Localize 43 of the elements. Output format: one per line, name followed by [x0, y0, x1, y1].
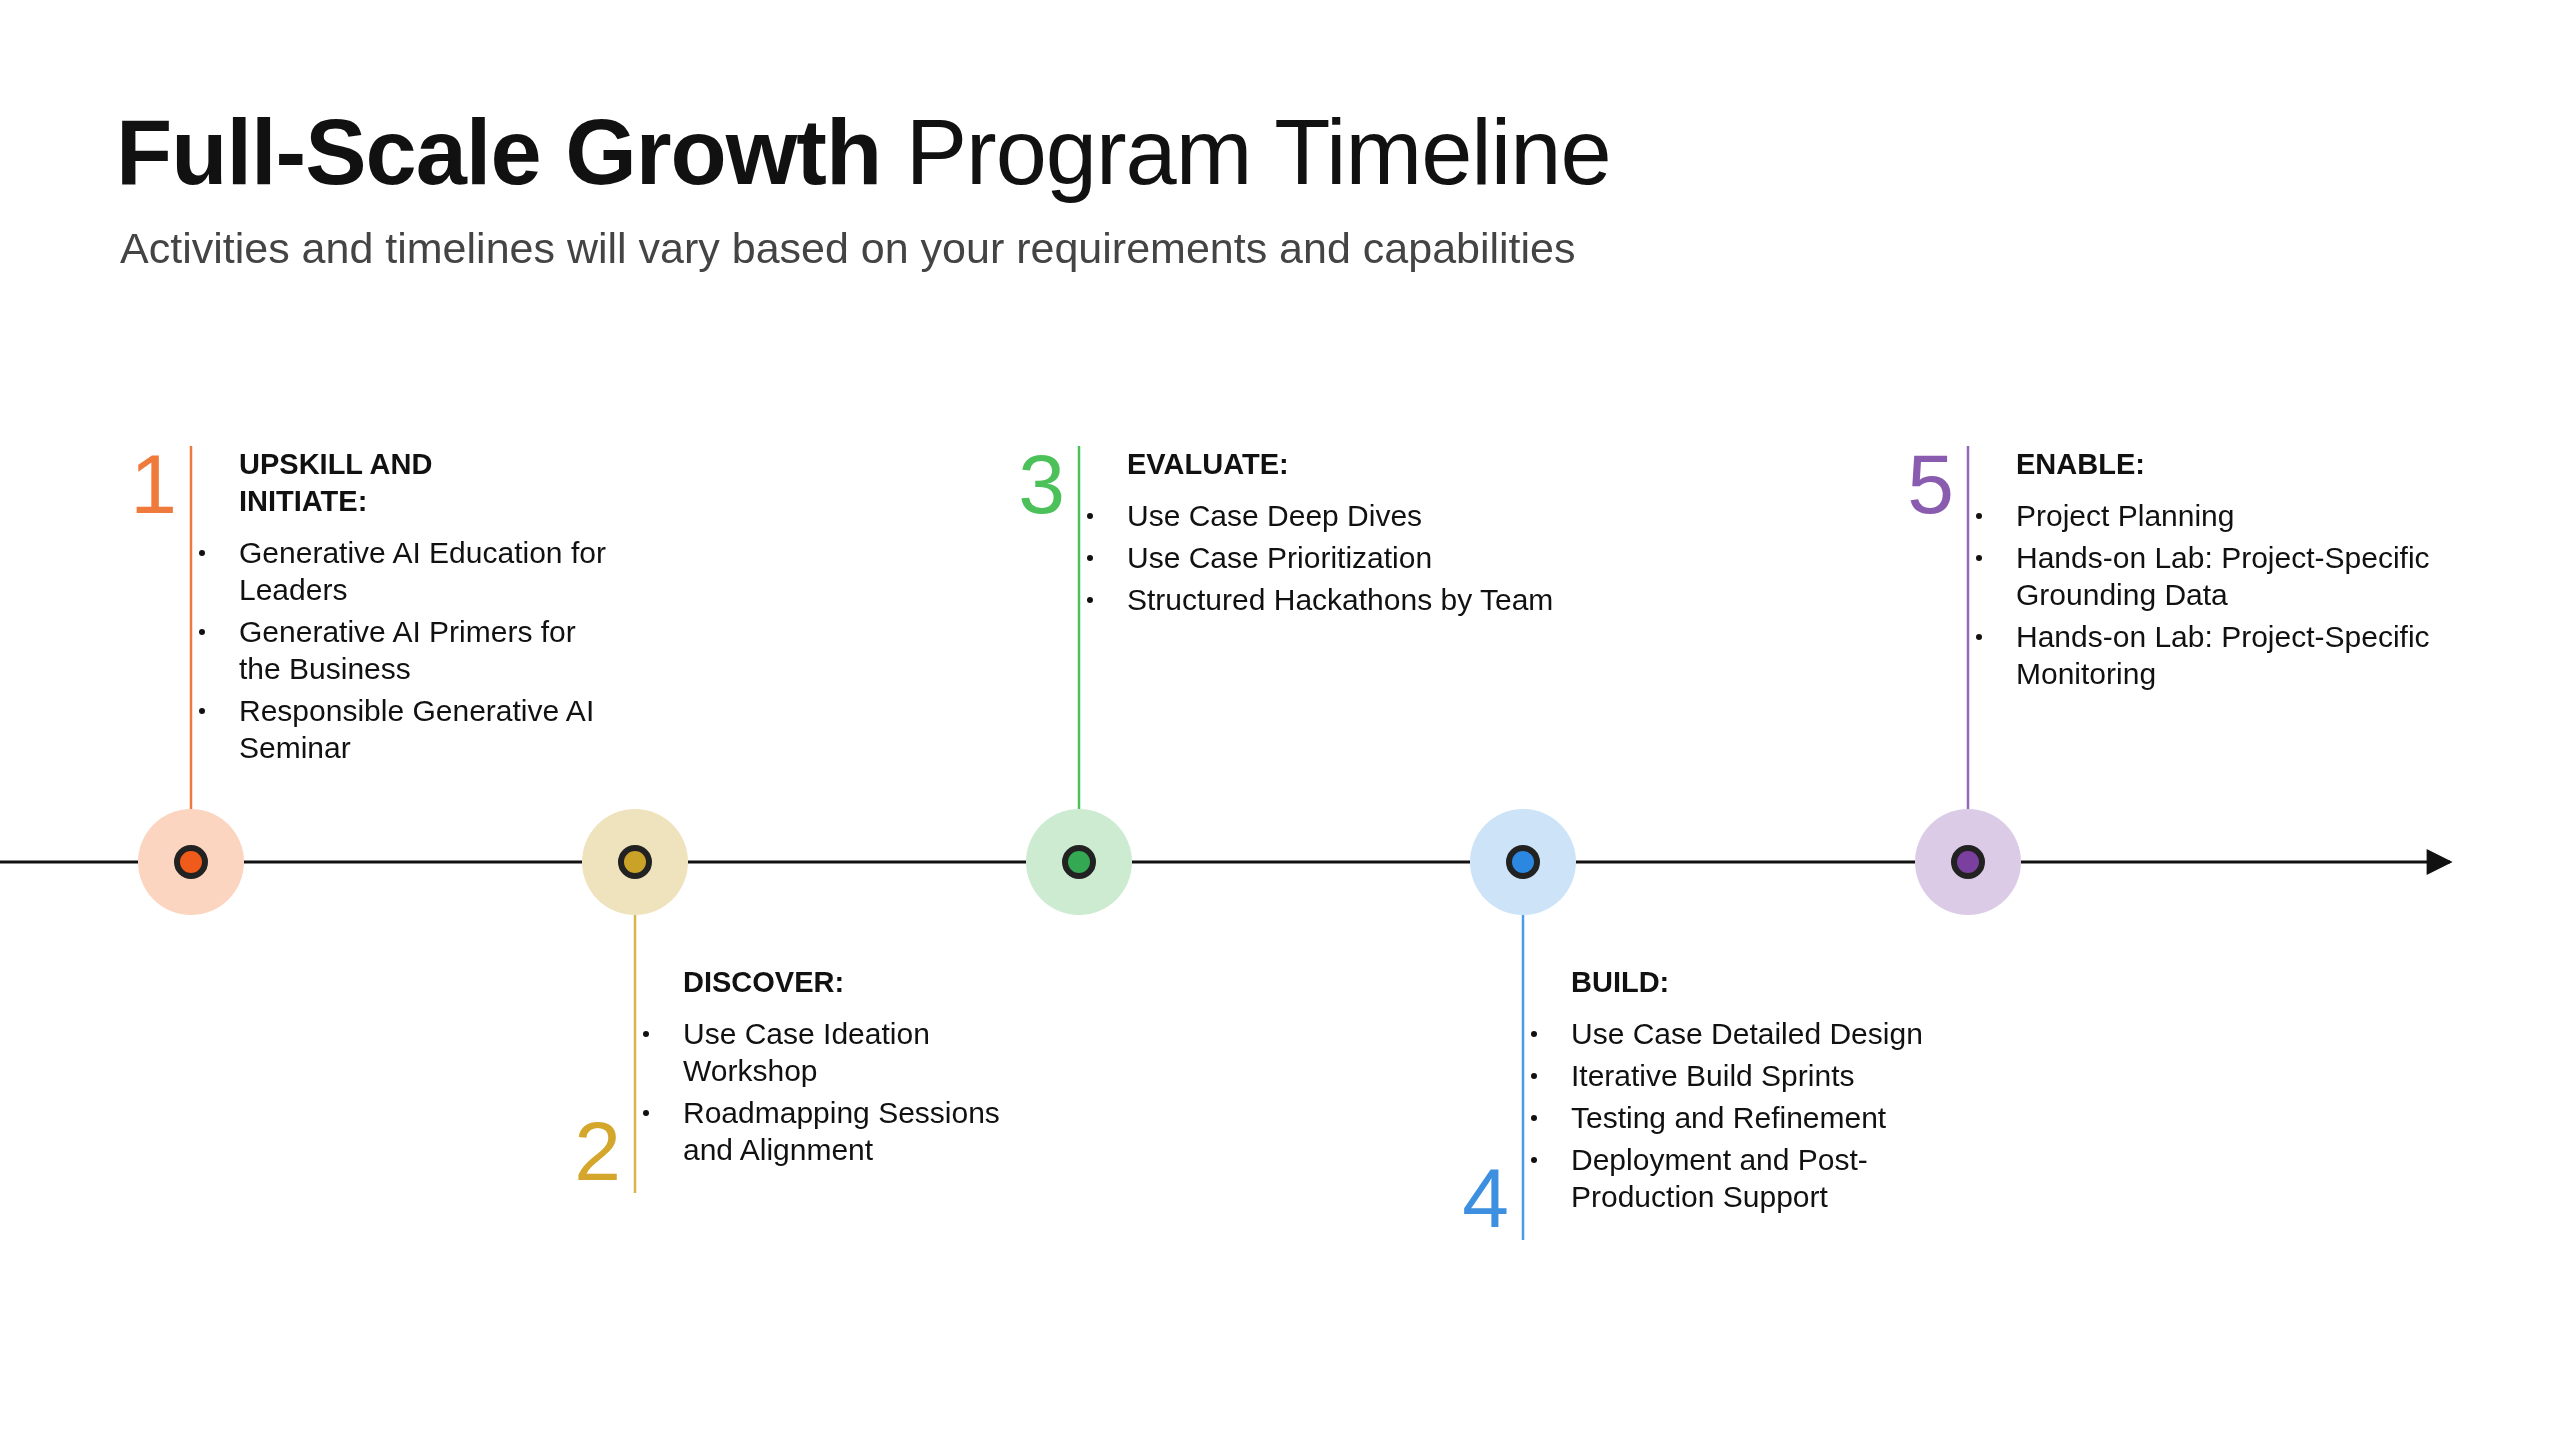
stage-heading: EVALUATE:	[1127, 447, 1290, 482]
title: Full-Scale Growth Program Timeline	[116, 100, 1611, 205]
bullet-item: Iterative Build Sprints	[1527, 1057, 1947, 1094]
bullet-item: Project Planning	[1972, 497, 2452, 534]
stage-number: 1	[130, 442, 177, 526]
milestone-dot	[138, 809, 244, 915]
bullet-item: Use Case Prioritization	[1083, 539, 1643, 576]
bullet-item: Testing and Refinement	[1527, 1099, 1947, 1136]
connector-line	[633, 915, 637, 1193]
timeline-axis	[1576, 860, 1915, 864]
bullet-item: Use Case Deep Dives	[1083, 497, 1643, 534]
bullet-item: Generative AI Primers for the Business	[195, 613, 615, 687]
subtitle: Activities and timelines will vary based on your requirements and capabilities	[120, 224, 1576, 273]
timeline-axis	[244, 860, 582, 864]
bullet-item: Generative AI Education for Leaders	[195, 534, 615, 608]
milestone-dot	[1915, 809, 2021, 915]
connector-line	[1077, 446, 1081, 809]
stage-number: 2	[574, 1109, 621, 1193]
milestone-dot	[1470, 809, 1576, 915]
bullet-item: Deployment and Post-Production Support	[1527, 1141, 1947, 1215]
stage-heading: ENABLE:	[2016, 447, 2146, 482]
connector-line	[189, 446, 193, 809]
timeline-axis	[688, 860, 1026, 864]
connector-line	[1521, 915, 1525, 1240]
timeline-axis	[0, 860, 138, 864]
stage-heading: DISCOVER:	[683, 965, 846, 1000]
stage-number: 4	[1462, 1156, 1509, 1240]
milestone-dot	[1026, 809, 1132, 915]
bullet-item: Hands-on Lab: Project-Specific Grounding Data	[1972, 539, 2452, 613]
connector-line	[1966, 446, 1970, 809]
stage-heading: UPSKILL AND INITIATE:	[239, 447, 434, 519]
bullet-item: Roadmapping Sessions and Alignment	[639, 1094, 1039, 1168]
milestone-dot	[582, 809, 688, 915]
stage-number: 3	[1018, 442, 1065, 526]
timeline-arrow	[2021, 849, 2453, 875]
bullet-item: Responsible Generative AI Seminar	[195, 692, 615, 766]
bullet-item: Use Case Ideation Workshop	[639, 1015, 1039, 1089]
bullet-item: Hands-on Lab: Project-Specific Monitoring	[1972, 618, 2452, 692]
timeline-axis	[1132, 860, 1470, 864]
bullet-item: Structured Hackathons by Team	[1083, 581, 1643, 618]
bullet-item: Use Case Detailed Design	[1527, 1015, 1947, 1052]
stage-heading: BUILD:	[1571, 965, 1671, 1000]
stage-number: 5	[1907, 442, 1954, 526]
